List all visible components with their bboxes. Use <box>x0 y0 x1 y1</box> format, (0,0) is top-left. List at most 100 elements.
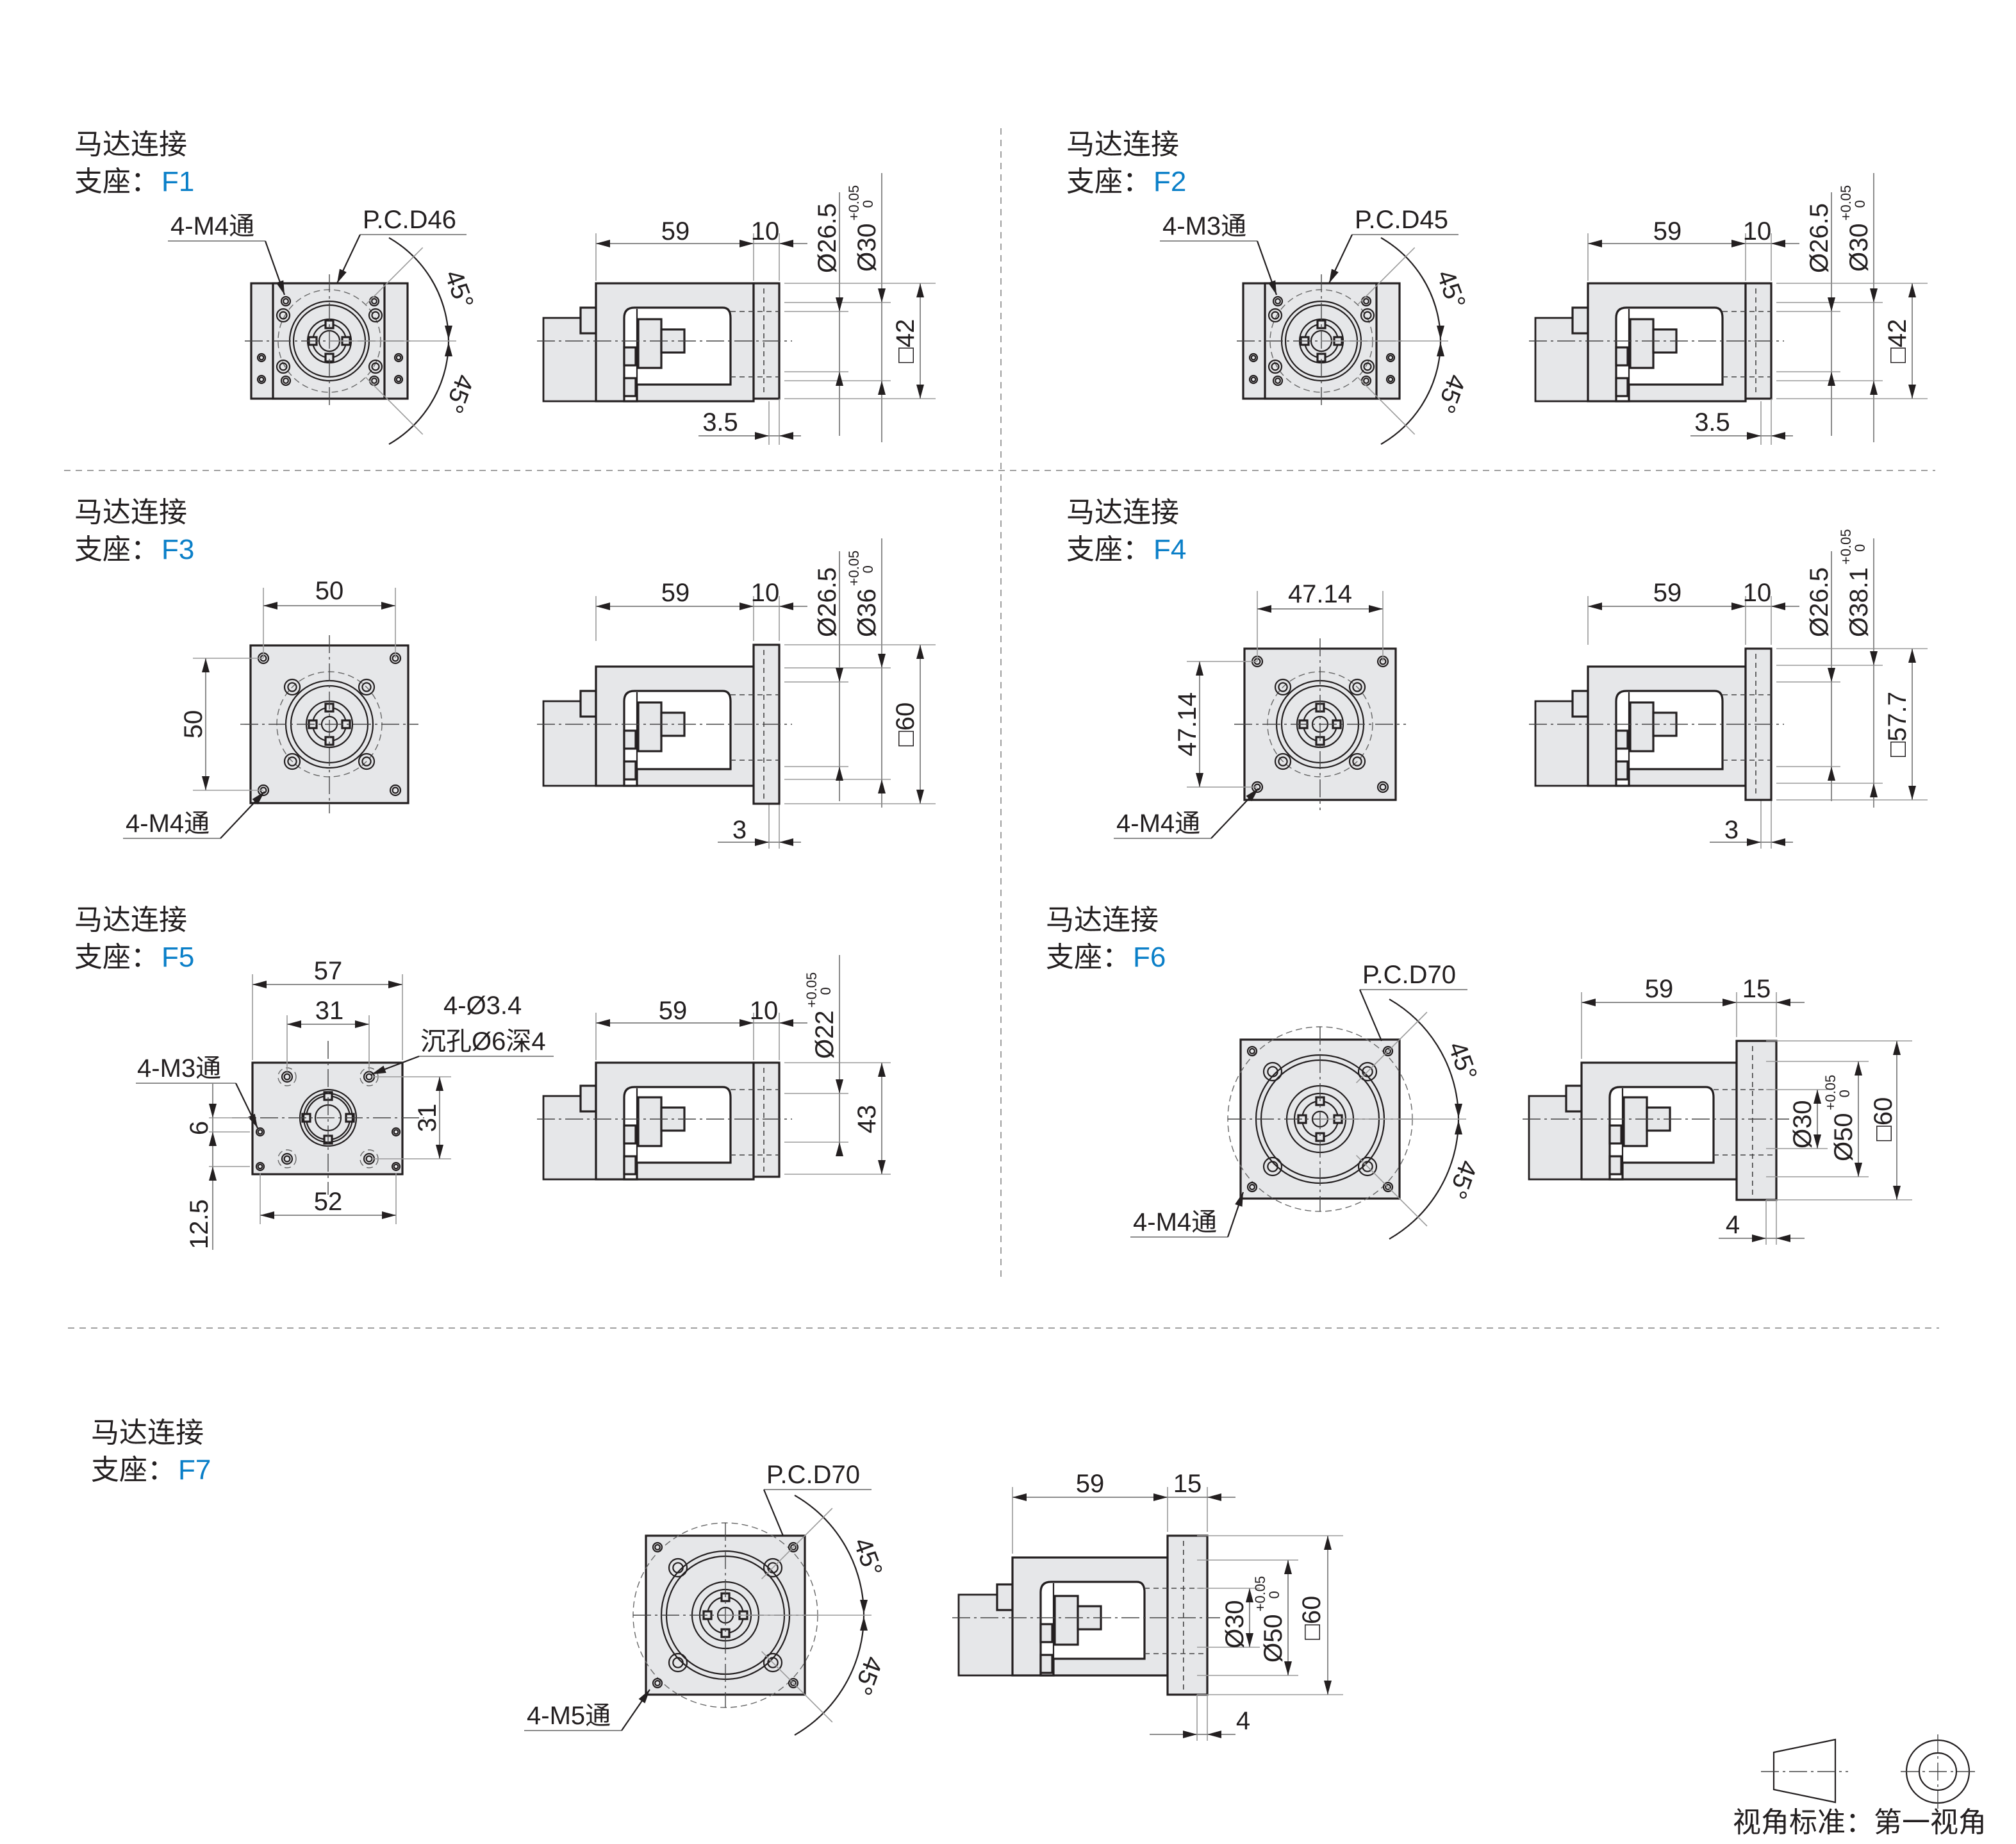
hole-thread <box>371 378 377 384</box>
arrowhead <box>1437 326 1444 340</box>
set-block <box>1615 377 1629 397</box>
hole-thread <box>392 786 399 794</box>
angle-dimension: 45°45° <box>725 1494 888 1736</box>
section-heading: 马达连接 <box>1046 904 1159 936</box>
dimension-text: 59 <box>661 217 690 245</box>
angle-label: 45° <box>848 1652 888 1699</box>
dimension-text: 3.5 <box>1694 408 1730 436</box>
arrowhead <box>1747 838 1761 846</box>
mounting-hole <box>280 375 292 386</box>
dimension-text: 3 <box>1724 816 1739 844</box>
hole-thread <box>1352 756 1362 767</box>
support-code: F6 <box>1133 942 1166 973</box>
mounting-hole <box>1385 374 1396 385</box>
support-label-text: 支座： <box>74 166 159 197</box>
arrowhead <box>287 1020 301 1028</box>
arrowhead <box>1855 1163 1862 1177</box>
hole-thread <box>767 1657 779 1668</box>
mounting-hole <box>1246 1045 1258 1057</box>
mounting-hole <box>280 295 292 307</box>
arrowhead <box>878 779 886 793</box>
arrowhead <box>337 269 347 283</box>
section-heading: 马达连接 <box>74 129 187 160</box>
mounting-hole <box>1382 1181 1394 1193</box>
hole-thread <box>654 1680 661 1686</box>
extension-line <box>1357 377 1416 435</box>
cone-end-view-inner-icon <box>1918 1752 1958 1791</box>
toleranced-diameter: Ø36+0.050 <box>846 551 881 637</box>
arrowhead <box>1582 999 1596 1006</box>
support-code: F3 <box>161 534 194 565</box>
mounting-hole <box>368 359 383 374</box>
arrowhead <box>247 1113 258 1128</box>
support-label-text: 支座： <box>1046 942 1130 973</box>
arrowhead <box>739 1019 754 1027</box>
set-block <box>1615 346 1629 367</box>
support-code: F5 <box>161 942 194 973</box>
dimension-text: 4 <box>1236 1707 1250 1735</box>
mounting-hole <box>1382 1045 1394 1057</box>
arrowhead <box>779 1019 793 1027</box>
mounting-hole <box>255 1127 265 1137</box>
dimension-text: 31 <box>315 997 344 1025</box>
hole-thread <box>258 376 265 383</box>
leader-label: P.C.D45 <box>1355 206 1448 234</box>
coupling <box>1623 1096 1648 1147</box>
dimension-text: 50 <box>179 710 208 739</box>
tolerance-upper: +0.05 <box>1822 1075 1838 1111</box>
leader-label: 4-M4通 <box>170 212 254 240</box>
tolerance-upper: +0.05 <box>1252 1576 1268 1612</box>
hole-thread <box>1387 354 1394 361</box>
front-view <box>232 1041 424 1195</box>
arrowhead <box>1324 1681 1332 1695</box>
dimension-text: 10 <box>1743 217 1772 245</box>
tolerance-upper: +0.05 <box>804 972 820 1008</box>
motor-bolt <box>579 1084 597 1113</box>
arrowhead <box>878 1063 886 1077</box>
projection-standard-label: 视角标准：第一视角 <box>1733 1807 1987 1838</box>
hole-thread <box>371 362 380 371</box>
hole-thread <box>287 682 297 692</box>
mounting-hole <box>256 353 267 363</box>
toleranced-diameter: Ø22+0.050 <box>804 972 839 1059</box>
side-view <box>537 282 792 403</box>
leader-line <box>763 1489 784 1536</box>
set-block <box>623 729 637 750</box>
mounting-hole <box>1272 375 1284 386</box>
mounting-hole <box>1246 1181 1258 1193</box>
hole-thread <box>1278 756 1288 767</box>
toleranced-diameter: Ø50+0.050 <box>1822 1075 1858 1161</box>
angle-label: 45° <box>1442 1156 1482 1202</box>
set-block <box>1615 729 1629 750</box>
arrowhead <box>1908 649 1916 663</box>
support-label-text: 支座： <box>74 942 159 973</box>
mounting-hole <box>276 308 291 323</box>
mounting-hole <box>652 1677 663 1689</box>
mounting-hole <box>1268 359 1283 374</box>
hole-thread <box>672 1562 684 1574</box>
mounting-hole <box>283 678 301 696</box>
hole-thread <box>654 1544 661 1550</box>
rectangular-plate <box>251 1061 404 1175</box>
set-block <box>1039 1654 1053 1674</box>
arrowhead <box>436 1145 443 1159</box>
arrowhead <box>252 792 265 805</box>
hole-thread <box>1385 1048 1391 1054</box>
support-label: 支座：F7 <box>91 1454 211 1486</box>
leader-label: 4-M3通 <box>1162 212 1246 240</box>
diameter-text: Ø26.5 <box>813 203 841 273</box>
mounting-hole <box>391 1127 401 1137</box>
arrowhead <box>916 645 924 659</box>
arrowhead <box>1207 1731 1221 1738</box>
motor-bolt <box>1565 1084 1583 1113</box>
hole-thread <box>257 1163 263 1170</box>
angle-label: 45° <box>1431 267 1471 313</box>
arrowhead <box>252 981 267 988</box>
hole-thread <box>1363 311 1372 320</box>
set-block <box>1039 1623 1053 1643</box>
